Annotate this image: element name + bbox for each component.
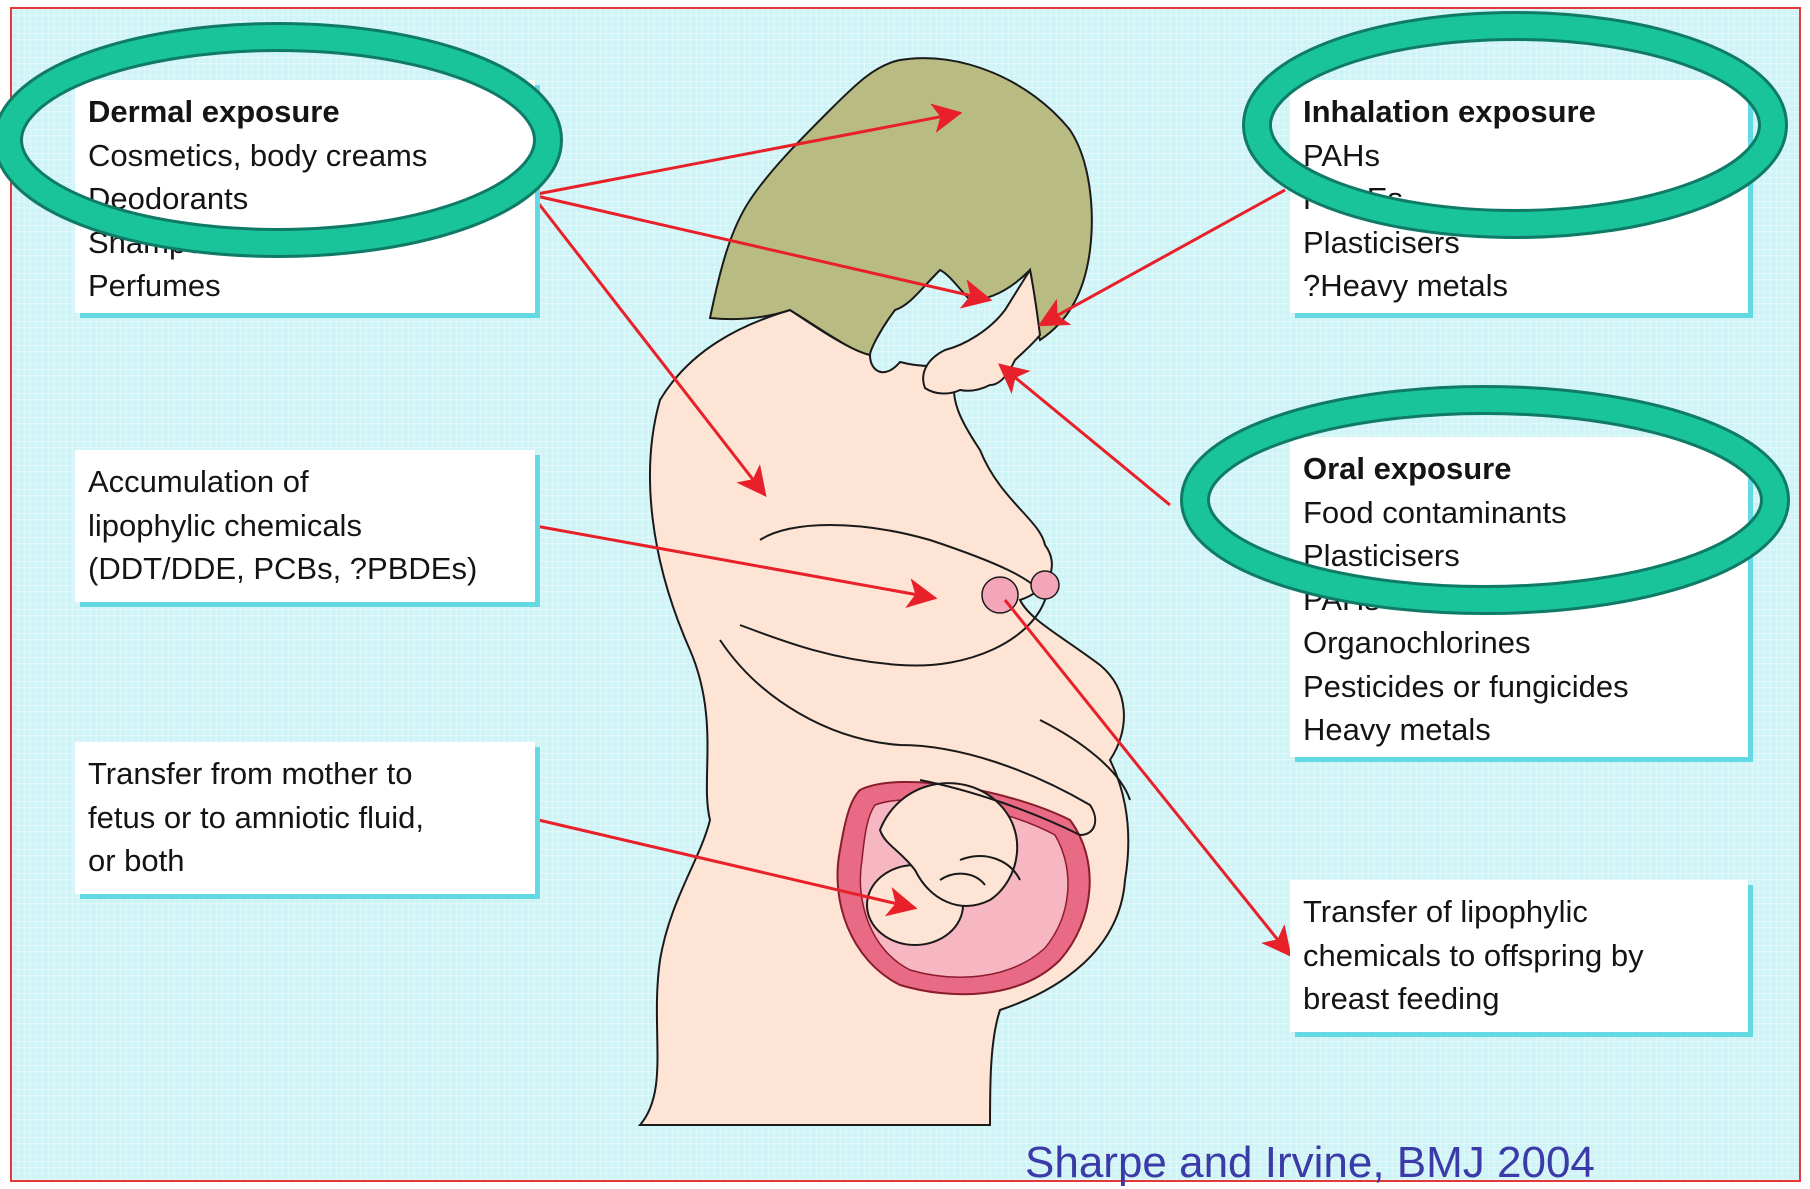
dermal-exposure-title: Dermal exposure <box>88 90 523 134</box>
accumulation-line: lipophylic chemicals <box>88 504 523 548</box>
body-silhouette <box>640 310 1128 1125</box>
oral-item: Plasticisers <box>1303 534 1736 578</box>
dermal-item: Shampoos <box>88 221 523 265</box>
accumulation-line: Accumulation of <box>88 460 523 504</box>
fetal-transfer-box: Transfer from mother to fetus or to amni… <box>75 742 535 894</box>
citation: Sharpe and Irvine, BMJ 2004 <box>1025 1138 1595 1188</box>
dermal-item: Perfumes <box>88 264 523 308</box>
breastfeeding-line: breast feeding <box>1303 977 1736 1021</box>
inhalation-item: PAHs <box>1303 134 1736 178</box>
inhalation-item: PBDEs <box>1303 177 1736 221</box>
oral-item: Organochlorines <box>1303 621 1736 665</box>
inhalation-item: ?Heavy metals <box>1303 264 1736 308</box>
inhalation-item: Plasticisers <box>1303 221 1736 265</box>
oral-item: Pesticides or fungicides <box>1303 665 1736 709</box>
breastfeeding-line: chemicals to offspring by <box>1303 934 1736 978</box>
breastfeeding-box: Transfer of lipophylic chemicals to offs… <box>1290 880 1748 1032</box>
inhalation-exposure-title: Inhalation exposure <box>1303 90 1736 134</box>
inhalation-exposure-box: Inhalation exposure PAHs PBDEs Plasticis… <box>1290 80 1748 313</box>
dermal-exposure-box: Dermal exposure Cosmetics, body creams D… <box>75 80 535 313</box>
fetal-transfer-line: or both <box>88 839 523 883</box>
oral-exposure-title: Oral exposure <box>1303 447 1736 491</box>
accumulation-line: (DDT/DDE, PCBs, ?PBDEs) <box>88 547 523 591</box>
breastfeeding-line: Transfer of lipophylic <box>1303 890 1736 934</box>
fetal-transfer-line: Transfer from mother to <box>88 752 523 796</box>
dermal-item: Deodorants <box>88 177 523 221</box>
arrow-oral-to-mouth <box>1000 365 1170 505</box>
oral-item: Food contaminants <box>1303 491 1736 535</box>
oral-exposure-box: Oral exposure Food contaminants Plastici… <box>1290 437 1748 757</box>
fetal-transfer-line: fetus or to amniotic fluid, <box>88 796 523 840</box>
oral-item: PAHs <box>1303 578 1736 622</box>
oral-item: Heavy metals <box>1303 708 1736 752</box>
accumulation-box: Accumulation of lipophylic chemicals (DD… <box>75 450 535 602</box>
dermal-item: Cosmetics, body creams <box>88 134 523 178</box>
